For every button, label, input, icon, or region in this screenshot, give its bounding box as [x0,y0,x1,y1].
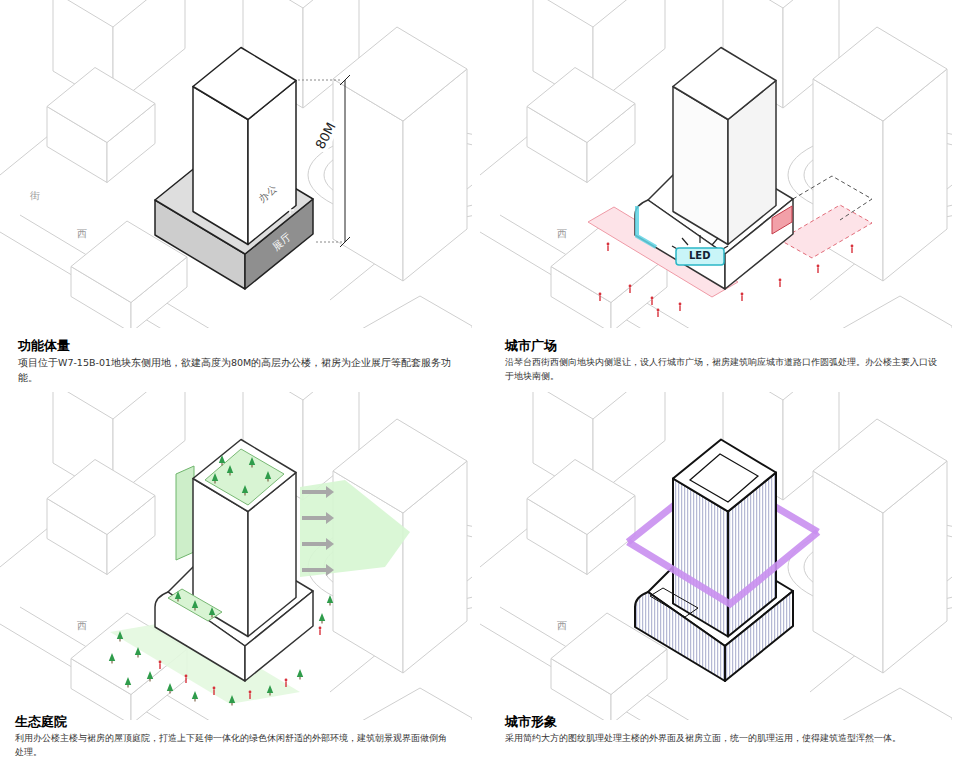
panel-caption: 沿琴台西街西侧向地块内侧退让，设人行城市广场，裙房建筑响应城市道路口作圆弧处理。… [505,356,945,384]
street-label: 西 [555,620,569,632]
panel-heading: 城市形象 [505,714,557,730]
panel-caption: 采用简约大方的图纹肌理处理主楼的外界面及裙房立面，统一的肌理运用，使得建筑造型浑… [505,732,950,746]
panel-heading: 城市广场 [505,338,557,354]
purple-band [628,532,818,604]
led-sign [676,248,724,265]
people [159,627,322,699]
street-label: 西 [555,228,569,240]
cross-symbol [286,206,294,214]
panel-caption: 项目位于W7-15B-01地块东侧用地，欲建高度为80M的高层办公楼，裙房为企业… [18,356,468,385]
glow-edge [637,206,656,247]
panel-plaza [480,0,953,352]
panel-garden [0,355,532,745]
panel-volume [0,0,532,352]
green-wall [176,466,194,560]
view-arrows [302,486,334,576]
panel-heading: 生态庭院 [15,714,67,730]
street-label: 街 [28,190,42,202]
trees [109,455,333,706]
led-label: LED [689,250,711,262]
panel-caption: 利用办公楼主楼与裙房的屋顶庭院，打造上下延伸一体化的绿色休闲舒适的外部环境，建筑… [15,732,455,760]
street-label: 西 [75,228,89,240]
panel-heading: 功能体量 [18,338,70,354]
street-label: 西 [75,620,89,632]
people [599,243,854,317]
panel-image [480,355,953,745]
dimension-line [298,75,350,247]
